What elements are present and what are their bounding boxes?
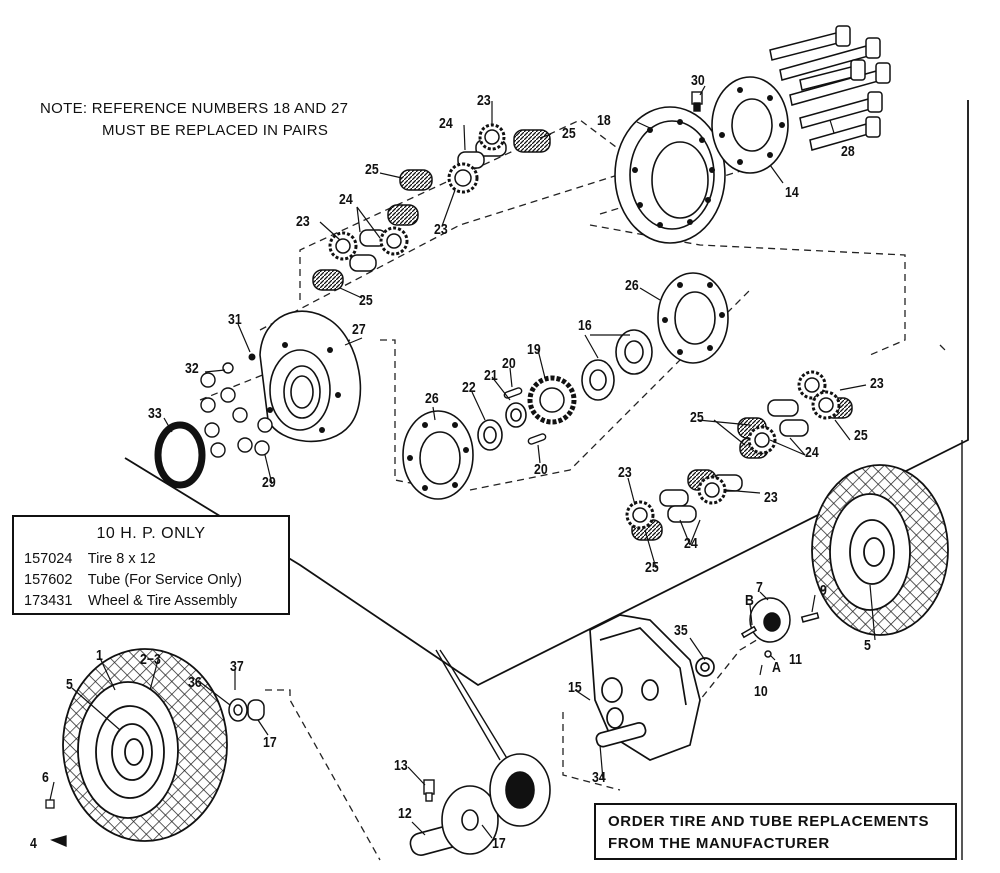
callout-30: 30 xyxy=(691,72,705,89)
callout-24: 24 xyxy=(805,444,819,461)
flange-14 xyxy=(711,76,789,174)
callout-26: 26 xyxy=(425,390,439,407)
callout-25: 25 xyxy=(365,161,379,178)
callout-22: 22 xyxy=(462,379,476,396)
callout-20: 20 xyxy=(534,461,548,478)
callout-4: 4 xyxy=(30,835,37,852)
callout-23: 23 xyxy=(477,92,491,109)
callout-18: 18 xyxy=(597,112,611,129)
section-divider-lower xyxy=(439,649,509,761)
reference-note: NOTE: REFERENCE NUMBERS 18 AND 27 MUST B… xyxy=(40,98,348,142)
callout-5: 5 xyxy=(66,676,73,693)
callout-23: 23 xyxy=(296,213,310,230)
callout-17: 17 xyxy=(263,734,277,751)
washer-26-left xyxy=(402,410,474,500)
callout-25: 25 xyxy=(645,559,659,576)
part-number: 157602 xyxy=(24,572,73,588)
plate-18 xyxy=(614,106,726,244)
washer-22 xyxy=(477,419,503,451)
callout-6: 6 xyxy=(42,769,49,786)
callout-34: 34 xyxy=(592,769,606,786)
washers-16 xyxy=(581,329,653,401)
carrier-27 xyxy=(259,310,362,443)
callout-23: 23 xyxy=(870,375,884,392)
callout-5: 5 xyxy=(864,637,871,654)
callout-12: 12 xyxy=(398,805,412,822)
callout-a: A xyxy=(772,659,781,676)
pin-20 xyxy=(503,387,547,445)
callout-23: 23 xyxy=(618,464,632,481)
callout-11: 11 xyxy=(789,651,803,668)
callout-36: 36 xyxy=(188,674,202,691)
hub-7 xyxy=(740,597,820,658)
callout-21: 21 xyxy=(484,367,498,384)
washer-26-right xyxy=(657,272,729,364)
callout-1: 1 xyxy=(96,647,103,664)
note-line-2: MUST BE REPLACED IN PAIRS xyxy=(102,122,329,139)
callout-23: 23 xyxy=(434,221,448,238)
valve-6 xyxy=(45,799,55,809)
callout-b: B xyxy=(745,592,754,609)
gear-cluster-right xyxy=(625,370,853,541)
callout-25: 25 xyxy=(854,427,868,444)
callout-14: 14 xyxy=(785,184,799,201)
nuts-29 xyxy=(200,362,273,458)
axle-12 xyxy=(409,785,499,856)
callout-33: 33 xyxy=(148,405,162,422)
part-description: Tube (For Service Only) xyxy=(87,572,242,588)
order-notice-box: ORDER TIRE AND TUBE REPLACEMENTS FROM TH… xyxy=(594,803,957,860)
callout-24: 24 xyxy=(684,535,698,552)
callout-25: 25 xyxy=(359,292,373,309)
fitting-30 xyxy=(691,91,703,112)
callout-29: 29 xyxy=(262,474,276,491)
callout-25: 25 xyxy=(690,409,704,426)
callout-27: 27 xyxy=(352,321,366,338)
part-description: Tire 8 x 12 xyxy=(87,551,156,567)
part-description: Wheel & Tire Assembly xyxy=(88,593,238,609)
callout-31: 31 xyxy=(228,311,242,328)
hp-row: 157024 Tire 8 x 12 xyxy=(24,551,156,567)
seal-33 xyxy=(154,421,206,489)
callout-37: 37 xyxy=(230,658,244,675)
part-number: 173431 xyxy=(24,593,73,609)
gearbox-housing xyxy=(589,614,715,761)
callout-9: 9 xyxy=(820,582,827,599)
callout-19: 19 xyxy=(527,341,541,358)
callout-16: 16 xyxy=(578,317,592,334)
callout-2-3: 2−3 xyxy=(140,651,161,668)
callout-28: 28 xyxy=(841,143,855,160)
callout-17: 17 xyxy=(492,835,506,852)
note-line-1: NOTE: REFERENCE NUMBERS 18 AND 27 xyxy=(40,100,349,117)
spring-25 xyxy=(312,129,551,291)
hp-row: 157602 Tube (For Service Only) xyxy=(24,572,242,588)
gear-19 xyxy=(527,375,577,425)
ball-31 xyxy=(248,353,256,361)
callout-15: 15 xyxy=(568,679,582,696)
part-number: 157024 xyxy=(24,551,73,567)
fitting-13 xyxy=(423,779,435,802)
callout-20: 20 xyxy=(502,355,516,372)
wheel-left xyxy=(62,648,228,842)
callout-25: 25 xyxy=(562,125,576,142)
hp-parts-box: 10 H. P. ONLY 157024 Tire 8 x 12 157602 … xyxy=(12,515,290,615)
callout-32: 32 xyxy=(185,360,199,377)
callout-24: 24 xyxy=(439,115,453,132)
ring-21 xyxy=(505,402,527,428)
callout-10: 10 xyxy=(754,683,768,700)
hp-row: 173431 Wheel & Tire Assembly xyxy=(24,593,237,609)
hp-box-title: 10 H. P. ONLY xyxy=(96,525,206,542)
bolts-28 xyxy=(769,25,891,151)
callout-23: 23 xyxy=(764,489,778,506)
valve-4 xyxy=(50,835,67,847)
callout-26: 26 xyxy=(625,277,639,294)
callout-35: 35 xyxy=(674,622,688,639)
wheel-right xyxy=(811,464,949,636)
order-line-2: FROM THE MANUFACTURER xyxy=(608,835,830,852)
callout-7: 7 xyxy=(756,579,763,596)
callout-24: 24 xyxy=(339,191,353,208)
order-line-1: ORDER TIRE AND TUBE REPLACEMENTS xyxy=(608,813,930,830)
hub-drum xyxy=(489,753,551,827)
callout-13: 13 xyxy=(394,757,408,774)
